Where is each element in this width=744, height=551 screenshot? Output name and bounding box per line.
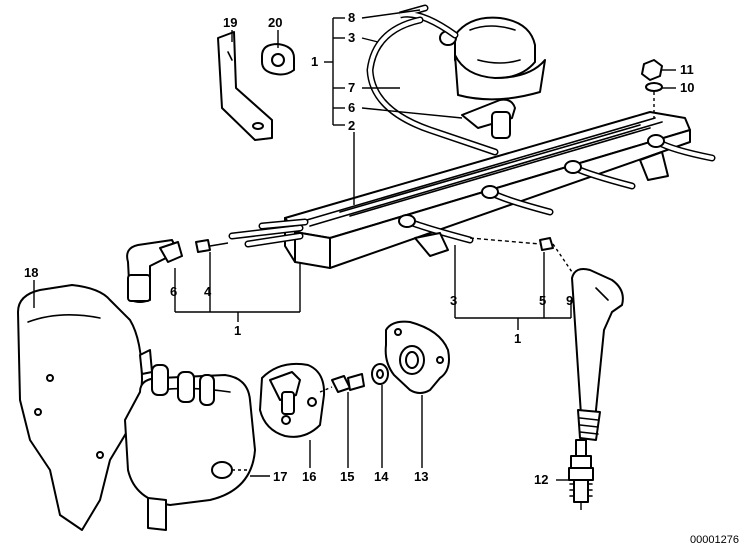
callout-6-top: 6 <box>348 100 355 115</box>
callout-9: 9 <box>566 293 573 308</box>
washer <box>371 363 389 385</box>
leader-lines <box>33 9 676 481</box>
callout-15: 15 <box>340 469 354 484</box>
callout-12: 12 <box>534 472 548 487</box>
callout-1-top: 1 <box>311 54 318 69</box>
callout-1-left: 1 <box>234 323 241 338</box>
rail-spark-leads <box>398 134 716 257</box>
coil-connector-boot <box>461 98 516 139</box>
plug-connector-left <box>126 239 183 303</box>
distributor-rotor <box>259 362 326 438</box>
callout-2: 2 <box>348 118 355 133</box>
ignition-coil <box>366 4 546 156</box>
plug-connector-right <box>571 268 624 441</box>
screw-left <box>195 239 229 253</box>
distributor-cover <box>17 284 143 531</box>
callout-14: 14 <box>374 469 389 484</box>
spark-plug <box>568 439 594 510</box>
clip <box>261 43 295 76</box>
callout-19: 19 <box>223 15 237 30</box>
bolt <box>319 373 365 393</box>
callout-6-left: 6 <box>170 284 177 299</box>
callout-16: 16 <box>302 469 316 484</box>
callout-4: 4 <box>204 284 212 299</box>
distributor-body <box>124 349 256 531</box>
callout-18: 18 <box>24 265 38 280</box>
callout-3-right: 3 <box>450 293 457 308</box>
callout-17: 17 <box>273 469 287 484</box>
callout-20: 20 <box>268 15 282 30</box>
callout-11: 11 <box>680 62 694 77</box>
callout-8-top: 8 <box>348 10 355 25</box>
nut-and-washer <box>641 59 663 118</box>
callout-10: 10 <box>680 80 694 95</box>
mounting-flange <box>384 320 450 394</box>
callout-7-top: 7 <box>348 80 355 95</box>
rail-end-leads <box>228 218 309 248</box>
callout-5: 5 <box>539 293 546 308</box>
screw-right <box>469 237 573 273</box>
callout-13: 13 <box>414 469 428 484</box>
catalog-code: 00001276 <box>690 534 739 546</box>
callout-labels: 8 3 1 7 6 2 19 20 11 10 18 6 4 1 3 5 9 1… <box>24 10 739 546</box>
bracket <box>217 31 273 141</box>
callout-3-top: 3 <box>348 30 355 45</box>
callout-1-right: 1 <box>514 331 521 346</box>
